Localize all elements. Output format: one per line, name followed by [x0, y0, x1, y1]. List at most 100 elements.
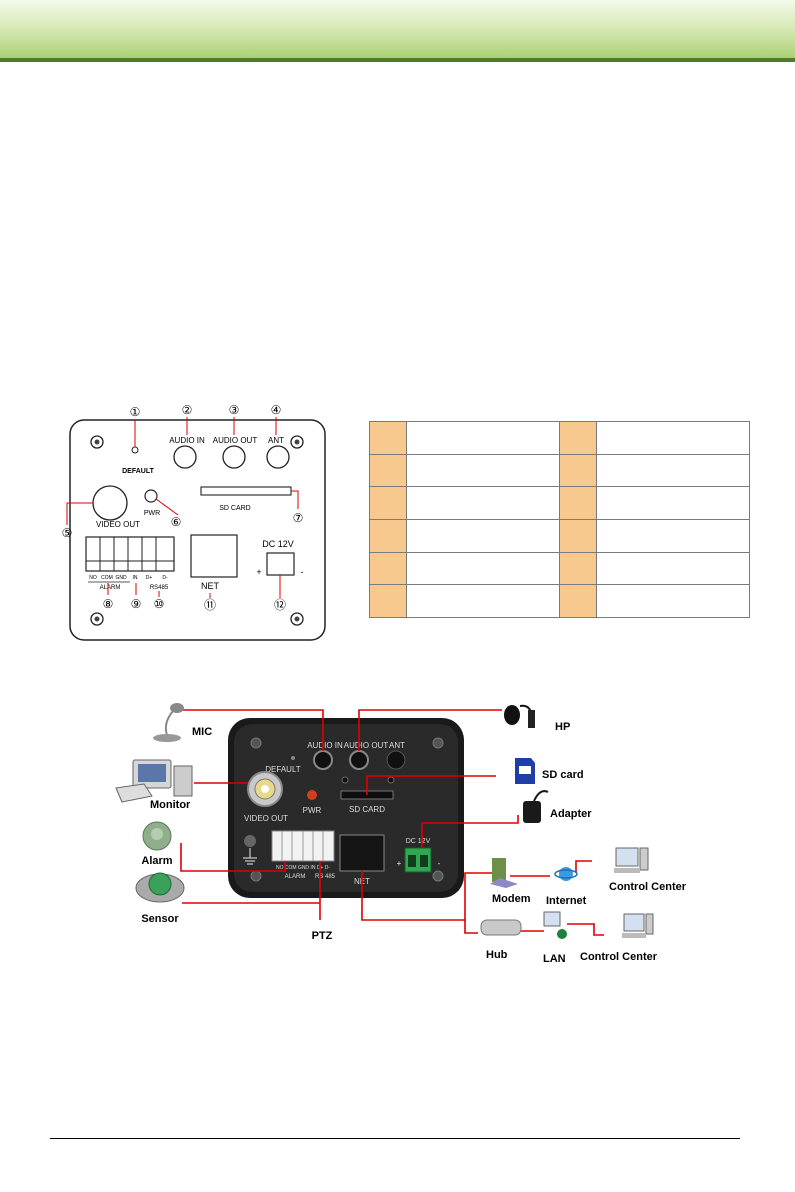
headphone-icon [504, 704, 535, 728]
description-cell [596, 584, 750, 618]
callout-3: ③ [229, 403, 240, 417]
audio-out-jack [222, 445, 246, 469]
svg-text:Alarm: Alarm [141, 855, 172, 867]
connection-diagram: AUDIO IN AUDIO OUT ANT DEFAULT VIDEO OUT… [115, 703, 687, 965]
svg-text:ALARM: ALARM [285, 874, 306, 880]
svg-text:RS 485: RS 485 [315, 874, 336, 880]
ant-jack [386, 750, 406, 770]
callout-12: ⑫ [274, 598, 286, 612]
svg-text:NO: NO [89, 575, 97, 581]
adapter-icon [523, 790, 549, 823]
svg-text:VIDEO OUT: VIDEO OUT [244, 814, 288, 823]
alarm-label: ALARM [100, 585, 121, 591]
pwr-label: PWR [144, 510, 160, 517]
net-port [190, 534, 238, 578]
sd-card-slot [200, 486, 292, 496]
net-port [339, 834, 385, 872]
number-cell [559, 518, 597, 553]
callout-10: ⑩ [154, 597, 165, 611]
screw-hole-center [294, 439, 300, 445]
screw-hole-center [294, 616, 300, 622]
screw-hole-center [94, 616, 100, 622]
svg-text:D+: D+ [146, 575, 153, 581]
svg-text:Adapter: Adapter [550, 808, 592, 820]
rs485-label: RS485 [150, 585, 169, 591]
svg-text:-: - [301, 567, 304, 577]
svg-text:NO COM GND IN D+ D-: NO COM GND IN D+ D- [276, 865, 330, 871]
svg-text:ANT: ANT [389, 741, 405, 750]
table-row [369, 421, 750, 455]
svg-text:Control Center: Control Center [580, 951, 658, 963]
callout-2: ② [182, 403, 193, 417]
description-cell [406, 486, 560, 520]
description-cell [406, 584, 560, 618]
video-out-label: VIDEO OUT [96, 520, 140, 529]
svg-text:Control Center: Control Center [609, 881, 687, 893]
header-rule [0, 58, 795, 62]
svg-text:PTZ: PTZ [312, 930, 333, 942]
description-cell [406, 551, 560, 586]
number-cell [559, 453, 597, 488]
footer-rule [50, 1138, 740, 1139]
description-cell [406, 518, 560, 553]
number-cell [559, 421, 597, 455]
number-cell [369, 518, 407, 553]
number-cell [369, 453, 407, 488]
ant-label: ANT [268, 436, 284, 445]
svg-text:MIC: MIC [192, 726, 212, 738]
video-out-connector [92, 485, 128, 521]
svg-text:Hub: Hub [486, 949, 508, 961]
svg-text:SD card: SD card [542, 769, 584, 781]
table-row [369, 453, 750, 488]
svg-text:GND: GND [115, 575, 127, 581]
mic-icon [153, 703, 184, 742]
number-cell [369, 421, 407, 455]
alarm-icon [142, 821, 172, 851]
number-cell [369, 486, 407, 520]
sd-card-icon [515, 758, 535, 784]
dc-connector [266, 552, 295, 576]
svg-text:COM: COM [101, 575, 113, 581]
svg-text:IN: IN [133, 575, 138, 581]
default-label: DEFAULT [122, 468, 154, 475]
internet-icon [554, 867, 578, 881]
number-cell [559, 584, 597, 618]
description-cell [406, 421, 560, 455]
callout-11: ⑪ [204, 598, 216, 612]
connection-lines [178, 709, 604, 936]
table-row [369, 551, 750, 586]
pwr-led [307, 790, 317, 800]
sd-card-label: SD CARD [219, 505, 251, 512]
page-header-band [0, 0, 795, 60]
modem-icon [490, 858, 518, 888]
dc-label: DC 12V [262, 539, 294, 549]
svg-text:HP: HP [555, 721, 570, 733]
terminal-block [85, 536, 175, 572]
description-cell [596, 518, 750, 553]
svg-text:PWR: PWR [303, 806, 322, 815]
svg-text:DC 12V: DC 12V [406, 838, 431, 845]
lan-icon [543, 911, 567, 939]
svg-text:Internet: Internet [546, 895, 587, 907]
audio-in-label: AUDIO IN [169, 436, 205, 445]
computer-icon [622, 913, 654, 938]
ant-jack [266, 445, 290, 469]
table-row [369, 584, 750, 618]
svg-text:Modem: Modem [492, 893, 531, 905]
number-cell [369, 551, 407, 586]
description-cell [596, 551, 750, 586]
monitor-icon [115, 759, 193, 803]
callout-6: ⑥ [171, 515, 182, 529]
hub-icon [480, 919, 522, 936]
svg-text:+: + [397, 859, 402, 868]
svg-text:Sensor: Sensor [141, 913, 179, 925]
number-cell [369, 584, 407, 618]
description-cell [406, 453, 560, 488]
default-button [131, 446, 139, 454]
audio-out-label: AUDIO OUT [213, 436, 258, 445]
net-label: NET [201, 581, 220, 591]
audio-in-jack [313, 750, 333, 770]
number-cell [559, 551, 597, 586]
rear-panel-diagram: ① DEFAULT ② AUDIO IN ③ AUDIO OUT ④ ANT V… [62, 403, 326, 641]
svg-text:DEFAULT: DEFAULT [265, 765, 301, 774]
